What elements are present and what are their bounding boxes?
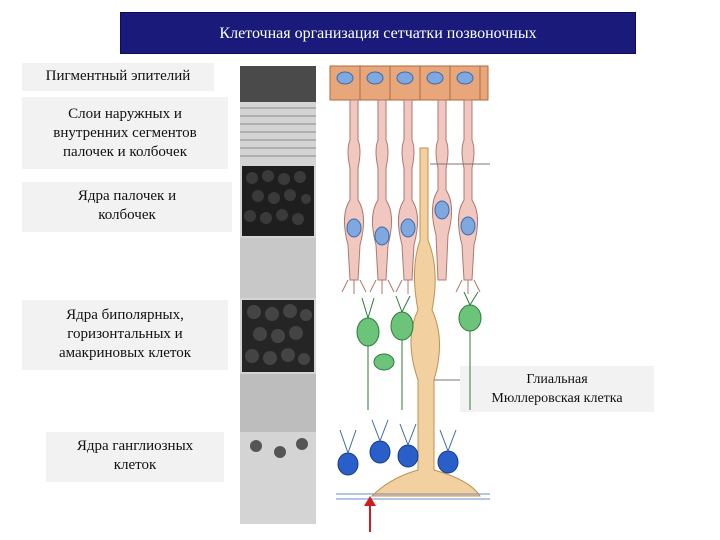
bipolar-cells — [356, 304, 482, 371]
bipolar-cell-1 — [356, 317, 380, 347]
photoreceptor-4 — [432, 99, 452, 281]
histology-strip — [240, 66, 316, 524]
label-rods-cones-line-1: Ядра палочек и — [77, 188, 177, 204]
histology-inner-plexiform — [240, 374, 316, 432]
ganglion-cell-3 — [397, 444, 419, 468]
photoreceptor-5 — [458, 99, 478, 281]
ganglion-cell-2 — [369, 440, 391, 464]
label-pigment-text: Пигментный эпителий — [45, 68, 191, 84]
label-ganglion-line-2: клеток — [113, 457, 157, 473]
histology-outer-nuclei — [244, 170, 311, 225]
photoreceptor-cells — [344, 99, 478, 281]
pigment-cell-6 — [479, 65, 489, 101]
photoreceptor-2 — [372, 99, 392, 281]
label-bipolar-line-1: Ядра биполярных, — [66, 307, 184, 323]
label-muller-glial-cell: Глиальная Мюллеровская клетка — [460, 366, 654, 412]
ganglion-cells — [337, 440, 459, 476]
histology-segment-stripes — [240, 107, 316, 157]
label-bipolar-nuclei: Ядра биполярных, горизонтальных и амакри… — [22, 300, 228, 370]
photoreceptor-3 — [398, 99, 418, 281]
amacrine-cell — [373, 353, 395, 371]
bipolar-cell-3 — [458, 304, 482, 332]
histology-ganglion-nuclei — [250, 438, 308, 458]
label-bipolar-line-3: амакриновых клеток — [58, 345, 192, 361]
bipolar-cell-2 — [390, 311, 414, 341]
ganglion-dendrites — [339, 419, 457, 454]
histology-outer-plexiform — [240, 238, 316, 298]
photoreceptor-1 — [344, 99, 364, 281]
bipolar-processes — [361, 291, 479, 410]
ganglion-cell-4 — [437, 450, 459, 474]
label-segments-layer: Слои наружных и внутренних сегментов пал… — [22, 97, 228, 169]
muller-glial-cell — [370, 147, 481, 497]
label-ganglion-line-1: Ядра ганглиозных — [76, 438, 194, 454]
label-pigment-epithelium: Пигментный эпителий — [22, 63, 214, 91]
pigment-cell-nuclei — [336, 71, 474, 85]
label-bipolar-line-2: горизонтальных и — [67, 326, 183, 342]
label-segments-line-1: Слои наружных и — [68, 106, 182, 122]
label-segments-line-3: палочек и колбочек — [63, 144, 187, 160]
label-rods-cones-nuclei: Ядра палочек и колбочек — [22, 182, 232, 232]
histology-inner-nuclei — [245, 304, 312, 365]
photoreceptor-synapses — [341, 279, 481, 294]
photoreceptor-nuclei — [346, 200, 476, 246]
light-direction-arrow — [364, 496, 376, 532]
label-glial-line-2: Мюллеровская клетка — [491, 391, 623, 406]
label-glial-line-1: Глиальная — [526, 372, 588, 387]
label-segments-line-2: внутренних сегментов — [53, 125, 197, 141]
histology-pigment-layer — [240, 66, 316, 102]
pointer-lines — [430, 163, 490, 381]
label-rods-cones-line-2: колбочек — [98, 207, 156, 223]
label-ganglion-nuclei: Ядра ганглиозных клеток — [46, 432, 224, 482]
ganglion-cell-1 — [337, 452, 359, 476]
page-title: Клеточная организация сетчатки позвоночн… — [120, 12, 636, 54]
optic-nerve-fibers — [336, 493, 490, 500]
